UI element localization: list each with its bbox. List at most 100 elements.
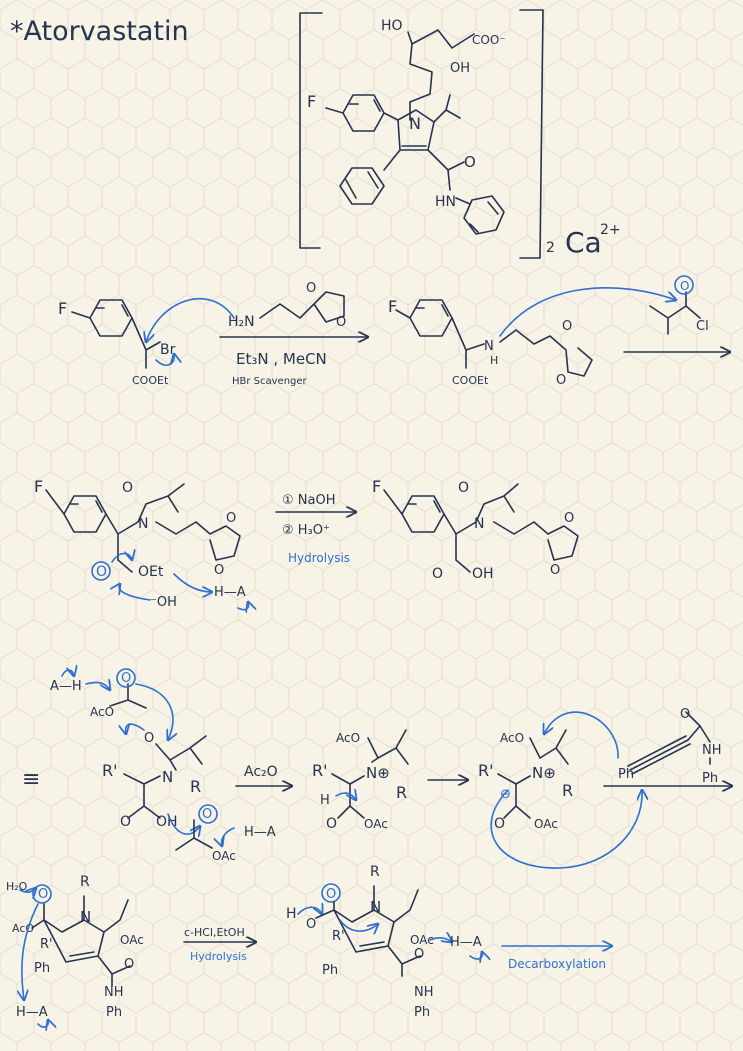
step2-oet-label: OEt <box>138 564 164 580</box>
step4-ph2-label: Ph <box>106 1005 122 1020</box>
step4-rb-label: R <box>370 864 380 880</box>
step4-n-label: N <box>80 908 91 926</box>
step3-nplus2-label: N⊕ <box>532 764 556 782</box>
step3-o2-label: O <box>144 731 154 746</box>
step2-o-carb-label: O <box>96 564 107 580</box>
step3-o5-label: O <box>326 816 337 832</box>
step2-o-amide2-label: O <box>458 480 469 496</box>
step3-rb-label: R <box>396 783 407 802</box>
step2-o-r1-label: O <box>226 511 236 526</box>
step2-cond2-label: ② H₃O⁺ <box>282 523 330 538</box>
step1-h2n-label: H₂N <box>228 314 255 330</box>
step2-oh2-label: OH <box>472 566 494 582</box>
step3-o1-label: O <box>121 671 131 686</box>
page-title: *Atorvastatin <box>10 16 189 47</box>
step2-o-r4-label: O <box>550 563 560 578</box>
structure-n-label: N <box>409 114 421 133</box>
step4-r1-label: R' <box>40 937 53 952</box>
structure-ca-label: Ca <box>565 226 602 259</box>
left-bracket <box>299 12 323 249</box>
step1-cooet-label: COOEt <box>132 374 169 387</box>
step1-f2-label: F <box>388 297 397 316</box>
step3-ah-label: A—H <box>50 679 82 694</box>
step3-o6-label: O <box>494 816 505 832</box>
step1-acyl-o-label: O <box>680 279 689 293</box>
step4-r-label: R <box>80 874 90 890</box>
step3-equiv-label: ≡ <box>22 767 40 792</box>
step4-decarb-label: Decarboxylation <box>508 957 606 971</box>
step3-h-label: H <box>320 793 330 808</box>
step2-n-label: N <box>138 516 148 532</box>
structure-oh-label: OH <box>450 61 470 76</box>
step1-o3-label: O <box>562 319 572 334</box>
step1-br-label: Br <box>160 342 176 358</box>
step1-acyl-cl-label: Cl <box>696 319 709 334</box>
atorvastatin-structure: HO COO⁻ OH F N O HN 2 Ca 2+ <box>299 9 621 259</box>
right-bracket <box>519 9 544 259</box>
step3-o3-label: O <box>120 814 131 830</box>
step2-note-label: Hydrolysis <box>288 551 350 565</box>
step4-o3-label: O <box>306 917 316 932</box>
step3-ha-label: H—A <box>244 825 276 840</box>
step4-o4-label: O <box>326 887 336 902</box>
step2-ha-label: H—A <box>214 585 246 600</box>
step3-oac2-label: OAc <box>364 817 388 831</box>
step1-cond-label: Et₃N , MeCN <box>236 350 327 368</box>
structure-f-label: F <box>307 92 316 111</box>
step4-note-label: Hydrolysis <box>190 950 247 963</box>
step2-o-r3-label: O <box>564 511 574 526</box>
step3-oac-label: OAc <box>212 849 236 863</box>
step4-cond-label: c-HCl,EtOH <box>184 926 245 939</box>
step1-cooet2-label: COOEt <box>452 374 489 387</box>
step3-rc-label: R <box>562 781 573 800</box>
structure-hn-label: HN <box>435 194 456 210</box>
step3-o4-label: O <box>202 807 212 822</box>
structure-o-label: O <box>464 153 476 171</box>
step2-cond1-label: ① NaOH <box>282 493 336 508</box>
step1-o4-label: O <box>556 373 566 388</box>
structure-ho-label: HO <box>381 18 403 34</box>
step4-ph3-label: Ph <box>414 1005 430 1020</box>
step4-nhb-label: NH <box>414 985 434 1000</box>
step1-o1-label: O <box>306 281 316 296</box>
step3-r1-label: R' <box>102 761 118 780</box>
step4-phb-label: Ph <box>322 963 338 978</box>
step4-cycloadduct-hydrolysis: H₂O O AcO R N R' OAc Ph O NH Ph H—A c-HC… <box>6 864 612 1027</box>
step3-minus-label: ⊖ <box>500 787 511 802</box>
step4-ph-label: Ph <box>34 961 50 976</box>
step1-note-label: HBr Scavenger <box>232 376 308 387</box>
step3-r1c-label: R' <box>478 761 494 780</box>
step2-f2-label: F <box>372 477 381 496</box>
step3-nplus-label: N⊕ <box>366 764 390 782</box>
step4-oac-label: OAc <box>120 933 144 947</box>
step4-h-label: H <box>286 906 297 922</box>
step4-r1b-label: R' <box>332 929 345 944</box>
structure-sub2-label: 2 <box>546 240 555 256</box>
step1-h-label: H <box>490 354 498 367</box>
step2-oh-label: ⁻OH <box>150 595 177 610</box>
step3-r1b-label: R' <box>312 761 328 780</box>
step1-o2-label: O <box>336 315 346 330</box>
step4-nh-label: NH <box>104 985 124 1000</box>
step4-h2o-label: H₂O <box>6 880 28 893</box>
step1-f-label: F <box>58 299 67 318</box>
structure-charge-label: 2+ <box>600 222 621 238</box>
step4-ha-label: H—A <box>16 1005 48 1020</box>
step3-r-label: R <box>190 777 201 796</box>
step3-aco1-label: AcO <box>90 705 114 719</box>
step3-o7-label: O <box>680 707 690 722</box>
step2-n2-label: N <box>474 516 484 532</box>
step3-ph1-label: Ph <box>618 767 634 782</box>
step3-nh-label: NH <box>702 743 722 758</box>
step3-oh-label: OH <box>156 814 178 830</box>
step4-aco-label: AcO <box>12 922 34 935</box>
step3-oac3-label: OAc <box>534 817 558 831</box>
step4-oacb-label: OAc <box>410 933 434 947</box>
step3-cond-label: Ac₂O <box>244 764 278 780</box>
step3-munchnone-formation: ≡ A—H AcO O O R' N R O OH O OAc H—A Ac₂O… <box>22 669 732 869</box>
step3-ph2-label: Ph <box>702 771 718 786</box>
step2-o-amide-label: O <box>122 480 133 496</box>
step2-o-acid-label: O <box>432 566 443 582</box>
